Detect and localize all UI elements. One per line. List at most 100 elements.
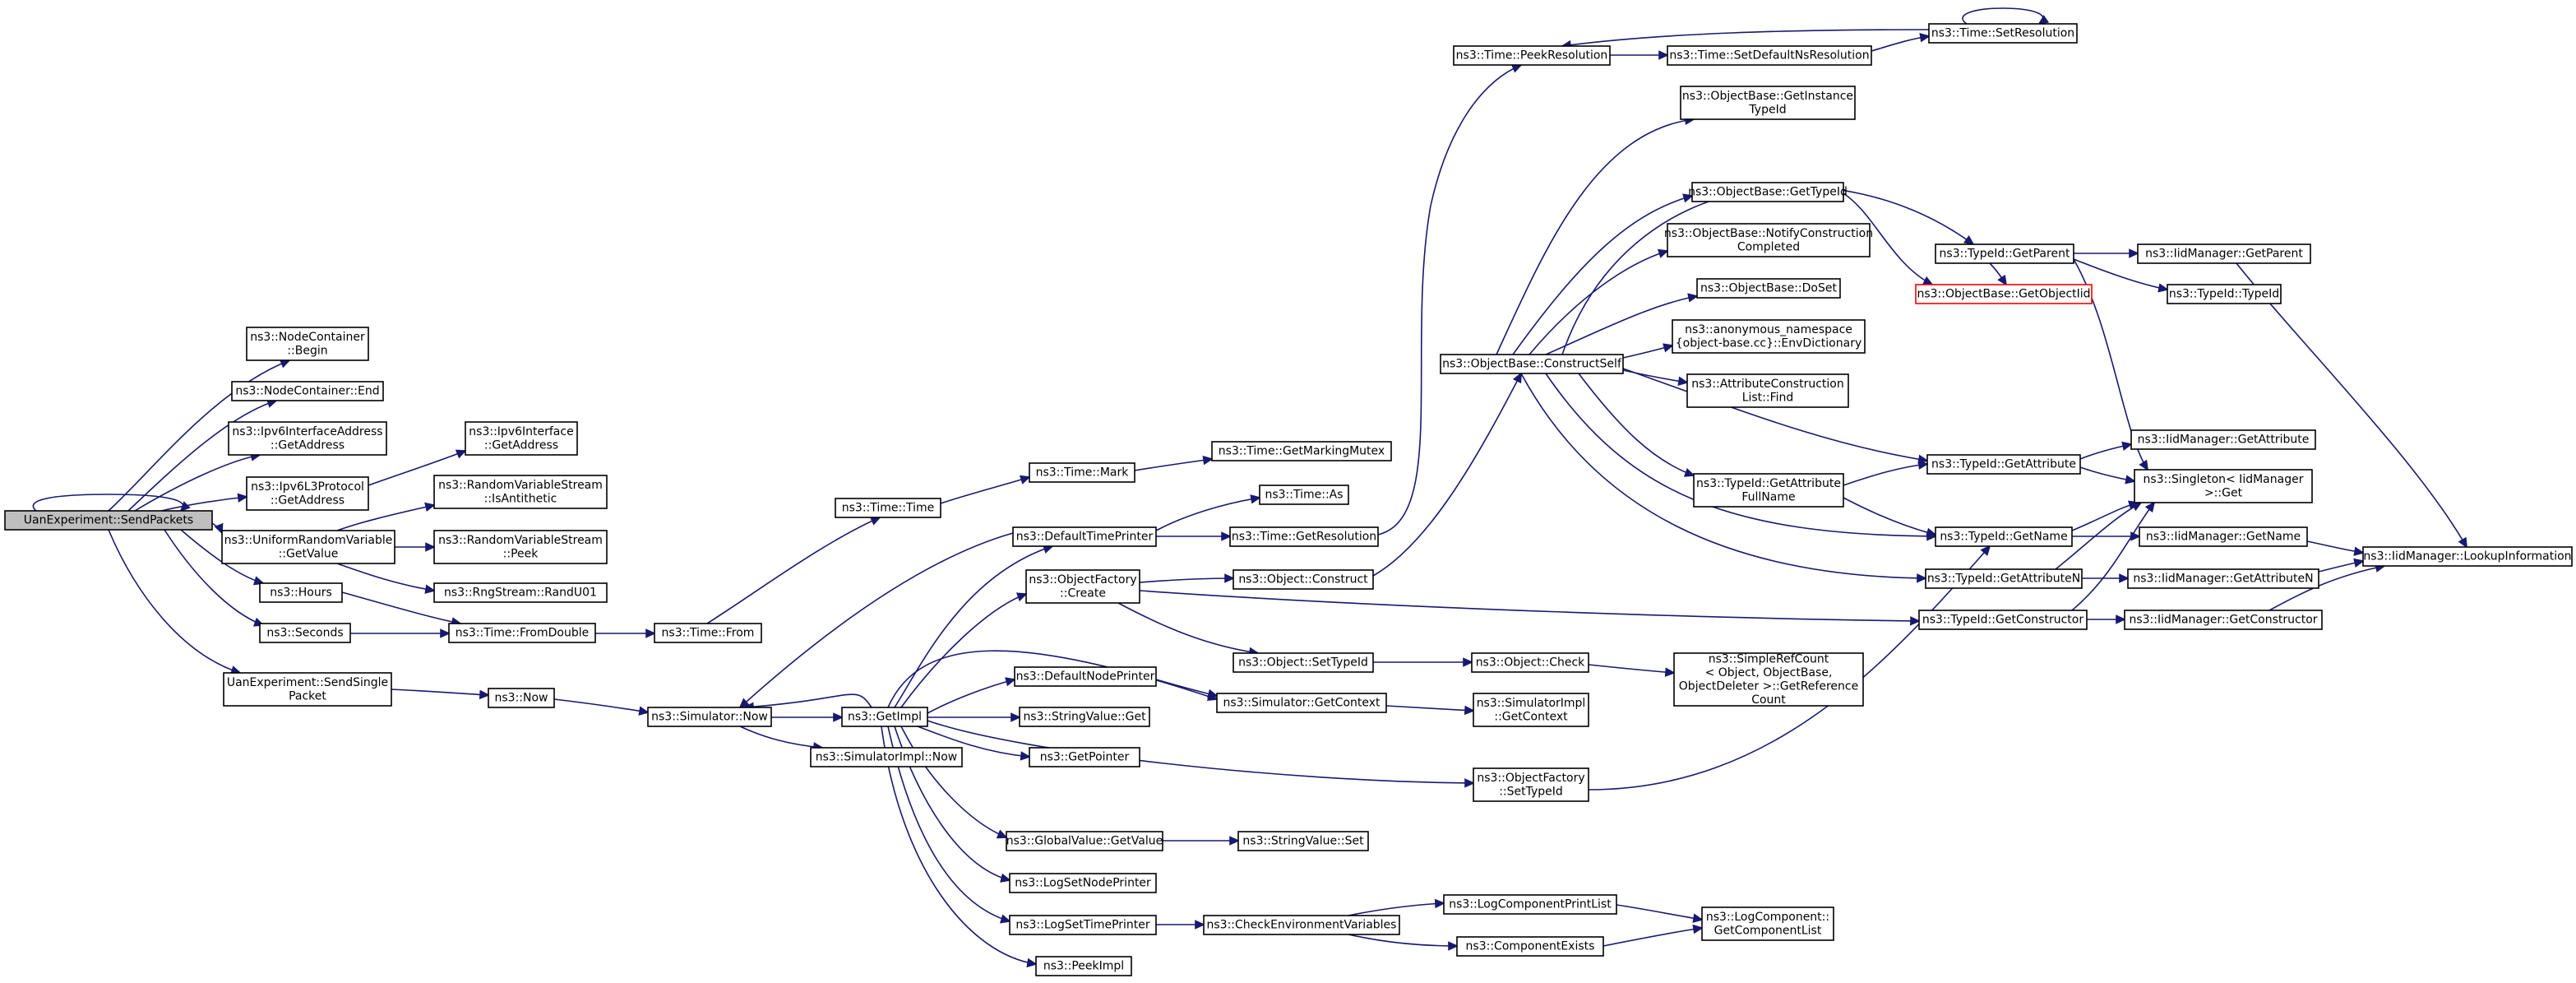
arrowhead-icon xyxy=(1692,924,1704,934)
function-node-n36[interactable]: ns3::anonymous_namespace{object-base.cc}… xyxy=(1672,319,1866,354)
function-node-n12[interactable]: ns3::Time::FromDouble xyxy=(448,623,596,643)
function-node-n51[interactable]: ns3::IidManager::GetConstructor xyxy=(2124,610,2323,630)
function-node-n14[interactable]: ns3::Time::Time xyxy=(835,498,941,518)
function-node-n10[interactable]: ns3::Hours xyxy=(259,582,343,603)
function-node-n5[interactable]: ns3::Ipv6Interface::GetAddress xyxy=(465,421,578,456)
node-label-line: TypeId xyxy=(1748,103,1786,116)
function-node-n47[interactable]: ns3::IidManager::LookupInformation xyxy=(2362,546,2573,567)
function-node-n65[interactable]: ns3::CheckEnvironmentVariables xyxy=(1203,915,1400,935)
function-node-n66[interactable]: ns3::LogComponentPrintList xyxy=(1443,894,1617,915)
function-node-n42[interactable]: ns3::TypeId::GetAttribute xyxy=(1926,454,2081,475)
function-node-n44[interactable]: ns3::Singleton< IidManager>::Get xyxy=(2134,469,2313,503)
node-box xyxy=(1928,23,2078,44)
call-edge-n19-to-n21 xyxy=(739,726,823,749)
function-node-n40[interactable]: ns3::IidManager::GetParent xyxy=(2137,243,2311,264)
function-node-n2[interactable]: ns3::NodeContainer::End xyxy=(231,381,384,401)
function-node-n41[interactable]: ns3::TypeId::TypeId xyxy=(2167,284,2282,304)
function-node-n56[interactable]: ns3::Simulator::GetContext xyxy=(1216,693,1387,713)
node-box xyxy=(223,672,392,707)
node-label-line: ns3::TypeId::GetConstructor xyxy=(1922,614,2083,627)
function-node-n8[interactable]: ns3::RandomVariableStream::Peek xyxy=(433,530,608,564)
node-label-line: < Object, ObjectBase, xyxy=(1705,666,1833,679)
function-node-n57[interactable]: ns3::SimulatorImpl::GetContext xyxy=(1473,693,1589,727)
arrowhead-icon xyxy=(1020,751,1031,761)
function-node-n4[interactable]: ns3::Ipv6L3Protocol::GetAddress xyxy=(246,476,369,511)
function-node-n23[interactable]: ns3::Time::As xyxy=(1259,485,1349,505)
node-label-line: ns3::Time::GetMarkingMutex xyxy=(1219,445,1385,458)
function-node-n18[interactable]: ns3::Now xyxy=(488,688,555,708)
function-node-n62[interactable]: ns3::StringValue::Set xyxy=(1237,831,1369,851)
call-edge-n30-to-n31 xyxy=(1496,118,1695,355)
arrowhead-icon xyxy=(2119,573,2130,583)
function-node-n50[interactable]: ns3::TypeId::GetConstructor xyxy=(1918,610,2088,630)
node-label-line: ns3::IidManager::GetAttributeN xyxy=(2133,573,2313,586)
function-node-n30[interactable]: ns3::ObjectBase::ConstructSelf xyxy=(1440,354,1624,374)
node-label-line: ns3::LogSetNodePrinter xyxy=(1015,877,1151,890)
function-node-n26[interactable]: ns3::Time::SetDefaultNsResolution xyxy=(1667,45,1872,66)
arrowhead-icon xyxy=(1917,573,1927,583)
function-node-n11[interactable]: ns3::Seconds xyxy=(259,623,351,643)
function-node-n49[interactable]: ns3::IidManager::GetAttributeN xyxy=(2127,568,2319,589)
function-node-n46[interactable]: ns3::IidManager::GetName xyxy=(2139,526,2308,547)
call-edge-n30-to-n35 xyxy=(1545,295,1698,355)
function-node-n1[interactable]: ns3::NodeContainer::Begin xyxy=(246,327,369,361)
function-node-n33[interactable]: ns3::ObjectBase::GetObjectIid xyxy=(1915,284,2093,304)
function-node-n13[interactable]: ns3::Time::From xyxy=(654,623,762,643)
function-node-n24[interactable]: ns3::Time::GetResolution xyxy=(1229,526,1379,547)
function-node-n69[interactable]: ns3::PeekImpl xyxy=(1035,956,1132,976)
function-node-n7[interactable]: ns3::RandomVariableStream::IsAntithetic xyxy=(433,475,608,509)
function-node-n39[interactable]: ns3::TypeId::GetParent xyxy=(1935,243,2074,264)
function-node-n22[interactable]: ns3::DefaultTimePrinter xyxy=(1012,526,1157,547)
function-node-n27[interactable]: ns3::Time::SetResolution xyxy=(1928,23,2078,44)
function-node-n43[interactable]: ns3::IidManager::GetAttribute xyxy=(2130,429,2316,450)
function-node-n9[interactable]: ns3::RngStream::RandU01 xyxy=(433,582,608,603)
arrowhead-icon xyxy=(1510,63,1523,73)
function-node-n58[interactable]: ns3::StringValue::Get xyxy=(1019,707,1150,727)
node-label-line: ::GetAddress xyxy=(271,494,345,507)
function-node-n63[interactable]: ns3::LogSetNodePrinter xyxy=(1009,873,1157,893)
function-node-n54[interactable]: ns3::SimpleRefCount< Object, ObjectBase,… xyxy=(1673,652,1864,707)
root-function-node-n0[interactable]: UanExperiment::SendPackets xyxy=(4,510,213,531)
function-node-n29[interactable]: ns3::Object::Construct xyxy=(1233,569,1374,590)
function-node-n19[interactable]: ns3::Simulator::Now xyxy=(647,707,772,727)
function-node-n45[interactable]: ns3::TypeId::GetName xyxy=(1935,526,2073,547)
call-edge-n65-to-n66 xyxy=(1348,902,1445,916)
function-node-n3[interactable]: ns3::Ipv6InterfaceAddress::GetAddress xyxy=(228,421,387,456)
call-edge-n30-to-n38 xyxy=(1578,373,1695,476)
function-node-n60[interactable]: ns3::ObjectFactory::SetTypeId xyxy=(1473,767,1589,802)
function-node-n20[interactable]: ns3::GetImpl xyxy=(841,707,928,727)
function-node-n48[interactable]: ns3::TypeId::GetAttributeN xyxy=(1925,568,2083,589)
function-node-n61[interactable]: ns3::GlobalValue::GetValue xyxy=(1006,831,1163,851)
function-node-n67[interactable]: ns3::ComponentExists xyxy=(1456,936,1604,957)
call-edge-n22-to-n19 xyxy=(739,532,1014,708)
function-node-n6[interactable]: ns3::UniformRandomVariable::GetValue xyxy=(221,530,395,564)
function-node-n21[interactable]: ns3::SimulatorImpl::Now xyxy=(810,747,963,767)
node-box xyxy=(1935,243,2074,264)
node-label-line: Completed xyxy=(1737,240,1800,253)
function-node-n35[interactable]: ns3::ObjectBase::DoSet xyxy=(1696,278,1841,299)
function-node-n25[interactable]: ns3::Time::PeekResolution xyxy=(1453,45,1611,66)
arrowhead-icon xyxy=(1250,494,1261,504)
function-node-n55[interactable]: ns3::DefaultNodePrinter xyxy=(1014,666,1157,687)
function-node-n59[interactable]: ns3::GetPointer xyxy=(1029,747,1140,767)
arrowhead-icon xyxy=(1195,920,1205,930)
function-node-n68[interactable]: ns3::LogComponent::GetComponentList xyxy=(1701,906,1834,941)
node-box xyxy=(1012,526,1157,547)
node-box xyxy=(1237,831,1369,851)
function-node-n34[interactable]: ns3::ObjectBase::NotifyConstructionCompl… xyxy=(1664,223,1873,257)
arrowhead-icon xyxy=(1657,248,1669,258)
function-node-n64[interactable]: ns3::LogSetTimePrinter xyxy=(1009,915,1157,935)
function-node-n28[interactable]: ns3::ObjectFactory::Create xyxy=(1025,569,1140,604)
call-edge-n10-to-n12 xyxy=(341,591,461,624)
arrowhead-icon xyxy=(2139,459,2149,471)
node-label-line: ns3::ObjectBase::GetInstance xyxy=(1682,90,1853,103)
function-node-n32[interactable]: ns3::ObjectBase::GetTypeId xyxy=(1688,182,1848,202)
function-node-n52[interactable]: ns3::Object::SetTypeId xyxy=(1233,652,1374,673)
function-node-n16[interactable]: ns3::Time::GetMarkingMutex xyxy=(1211,441,1392,461)
function-node-n53[interactable]: ns3::Object::Check xyxy=(1471,652,1589,673)
function-node-n15[interactable]: ns3::Time::Mark xyxy=(1029,462,1135,483)
